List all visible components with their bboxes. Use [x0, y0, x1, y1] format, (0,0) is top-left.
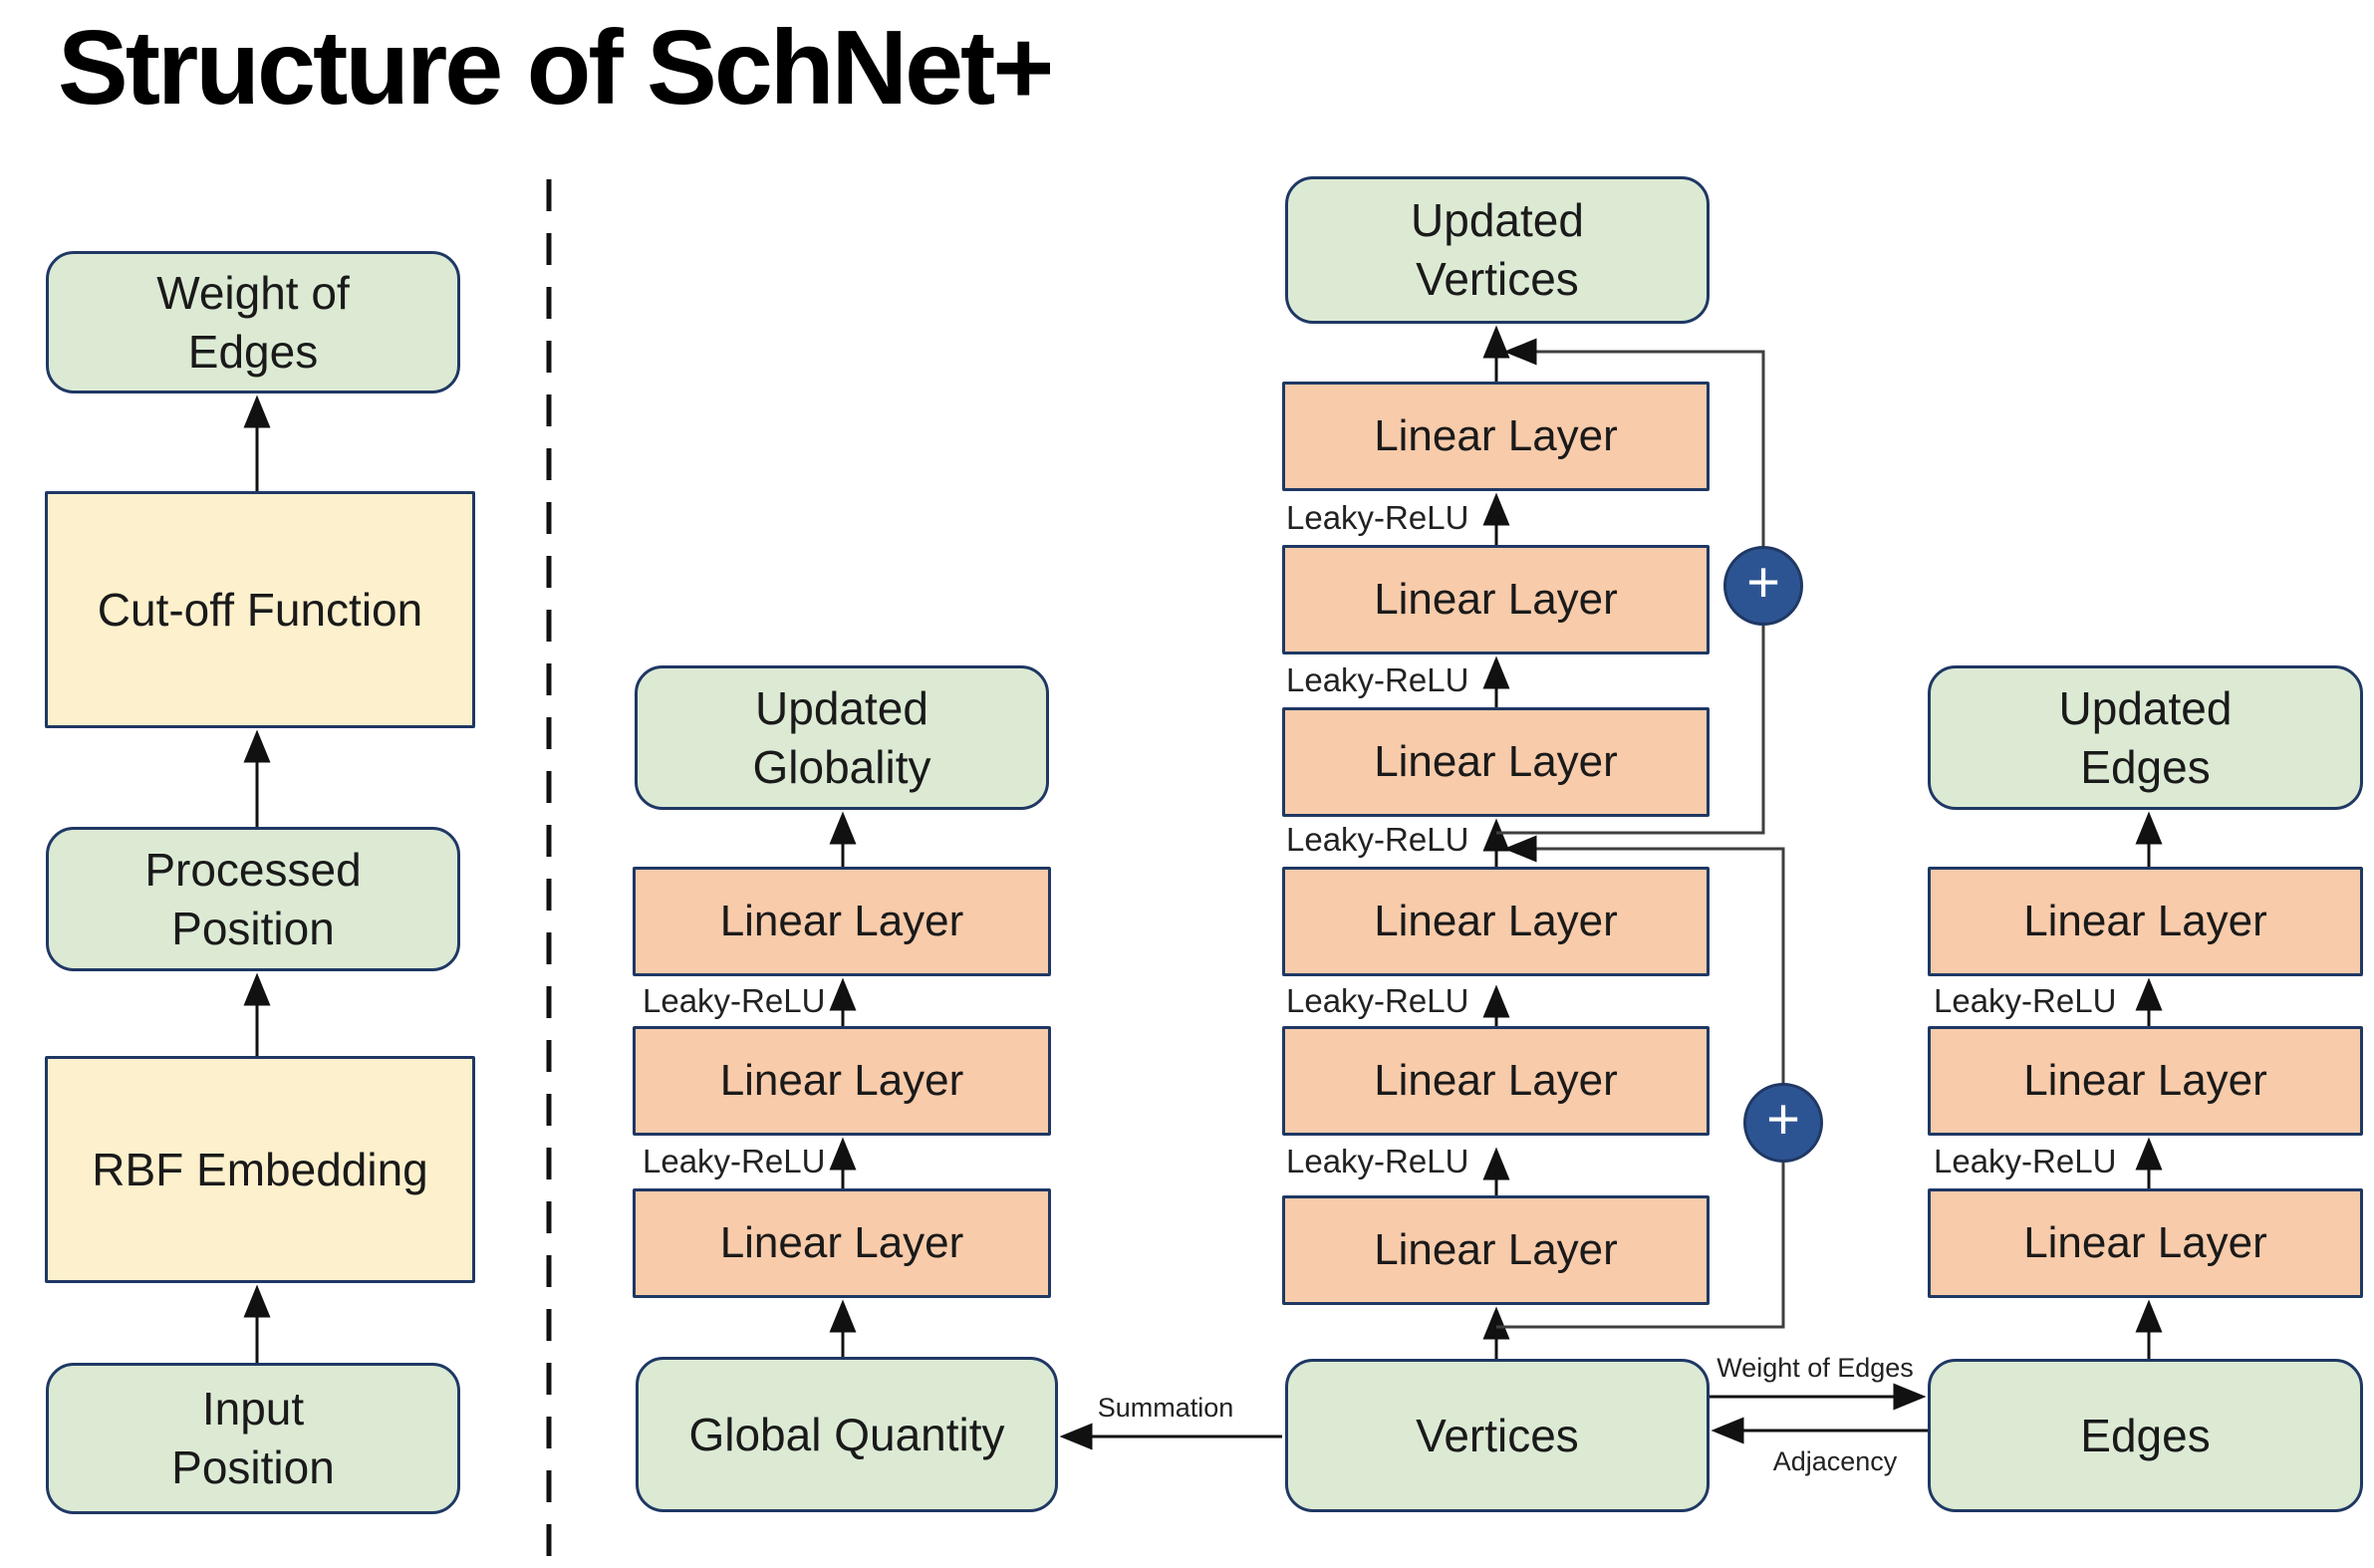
box-vert-linear-5: Linear Layer [1282, 545, 1710, 654]
label-edge-relu-1: Leaky-ReLU [1934, 1143, 2117, 1179]
label-glob-relu-2: Leaky-ReLU [643, 982, 826, 1019]
label-vert-relu-5: Leaky-ReLU [1286, 499, 1469, 536]
box-rbf-embedding: RBF Embedding [45, 1056, 475, 1283]
label-adjacency: Adjacency [1772, 1446, 1898, 1476]
label-vert-relu-2: Leaky-ReLU [1286, 982, 1469, 1019]
label-vert-relu-1: Leaky-ReLU [1286, 1143, 1469, 1179]
box-vert-linear-6: Linear Layer [1282, 382, 1710, 491]
label-summation: Summation [1097, 1393, 1234, 1423]
page-title: Structure of SchNet+ [58, 9, 1054, 127]
box-global-quantity: Global Quantity [636, 1357, 1058, 1512]
box-cutoff-function: Cut-off Function [45, 491, 475, 728]
label-weight-of-edges: Weight of Edges [1716, 1353, 1914, 1383]
box-updated-globality: Updated Globality [635, 665, 1049, 810]
box-vert-linear-1: Linear Layer [1282, 1195, 1710, 1305]
box-weight-of-edges: Weight of Edges [46, 251, 460, 393]
box-vert-linear-2: Linear Layer [1282, 1026, 1710, 1136]
label-edge-relu-2: Leaky-ReLU [1934, 982, 2117, 1019]
box-edge-linear-2: Linear Layer [1928, 1026, 2363, 1136]
box-glob-linear-1: Linear Layer [633, 1188, 1051, 1298]
box-edge-linear-1: Linear Layer [1928, 1188, 2363, 1298]
label-vert-relu-3: Leaky-ReLU [1286, 821, 1469, 858]
box-vert-linear-4: Linear Layer [1282, 707, 1710, 817]
box-edges: Edges [1928, 1359, 2363, 1512]
label-vert-relu-4: Leaky-ReLU [1286, 661, 1469, 698]
box-glob-linear-2: Linear Layer [633, 1026, 1051, 1136]
box-vert-linear-3: Linear Layer [1282, 867, 1710, 976]
plus-circle-lower: + [1743, 1083, 1823, 1163]
box-processed-position: Processed Position [46, 827, 460, 971]
box-updated-edges: Updated Edges [1928, 665, 2363, 810]
box-edge-linear-3: Linear Layer [1928, 867, 2363, 976]
box-updated-vertices: Updated Vertices [1285, 176, 1710, 324]
box-vertices: Vertices [1285, 1359, 1710, 1512]
box-input-position: Input Position [46, 1363, 460, 1514]
label-glob-relu-1: Leaky-ReLU [643, 1143, 826, 1179]
plus-circle-upper: + [1723, 546, 1803, 626]
box-glob-linear-3: Linear Layer [633, 867, 1051, 976]
